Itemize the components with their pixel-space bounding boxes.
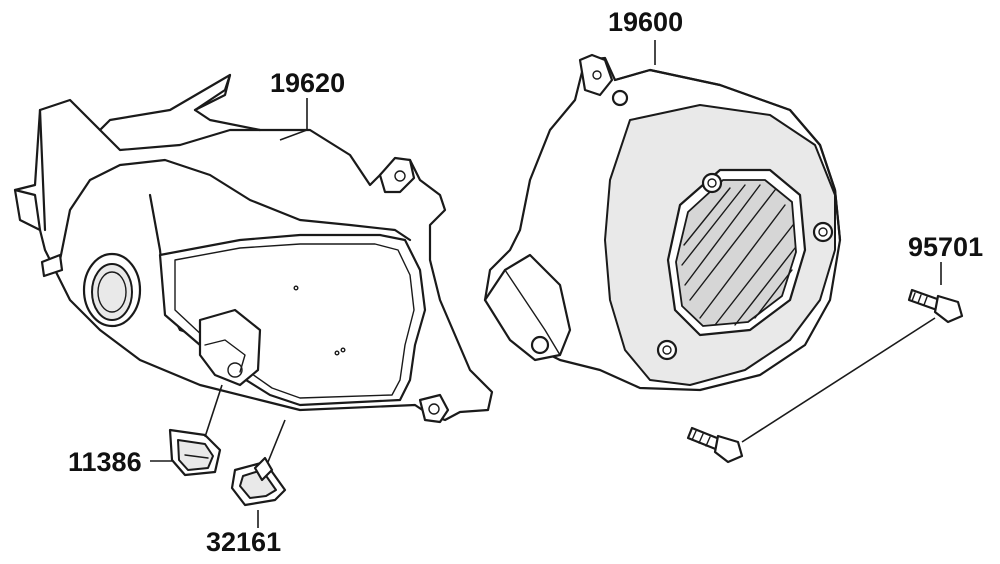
part-number-19600: 19600 xyxy=(608,7,683,37)
part-number-11386: 11386 xyxy=(68,447,142,477)
cooling-cover-drawing xyxy=(13,73,494,424)
leader-lines xyxy=(150,40,942,528)
part-number-32161: 32161 xyxy=(206,527,281,557)
clip-drawing xyxy=(168,428,222,477)
grommet-drawing xyxy=(230,456,287,507)
part-number-19620: 19620 xyxy=(270,68,345,98)
fan-shroud-drawing xyxy=(483,53,842,392)
bolt-upper-drawing xyxy=(907,288,964,324)
part-number-95701: 95701 xyxy=(908,232,983,262)
bolt-lower-drawing xyxy=(686,426,744,464)
